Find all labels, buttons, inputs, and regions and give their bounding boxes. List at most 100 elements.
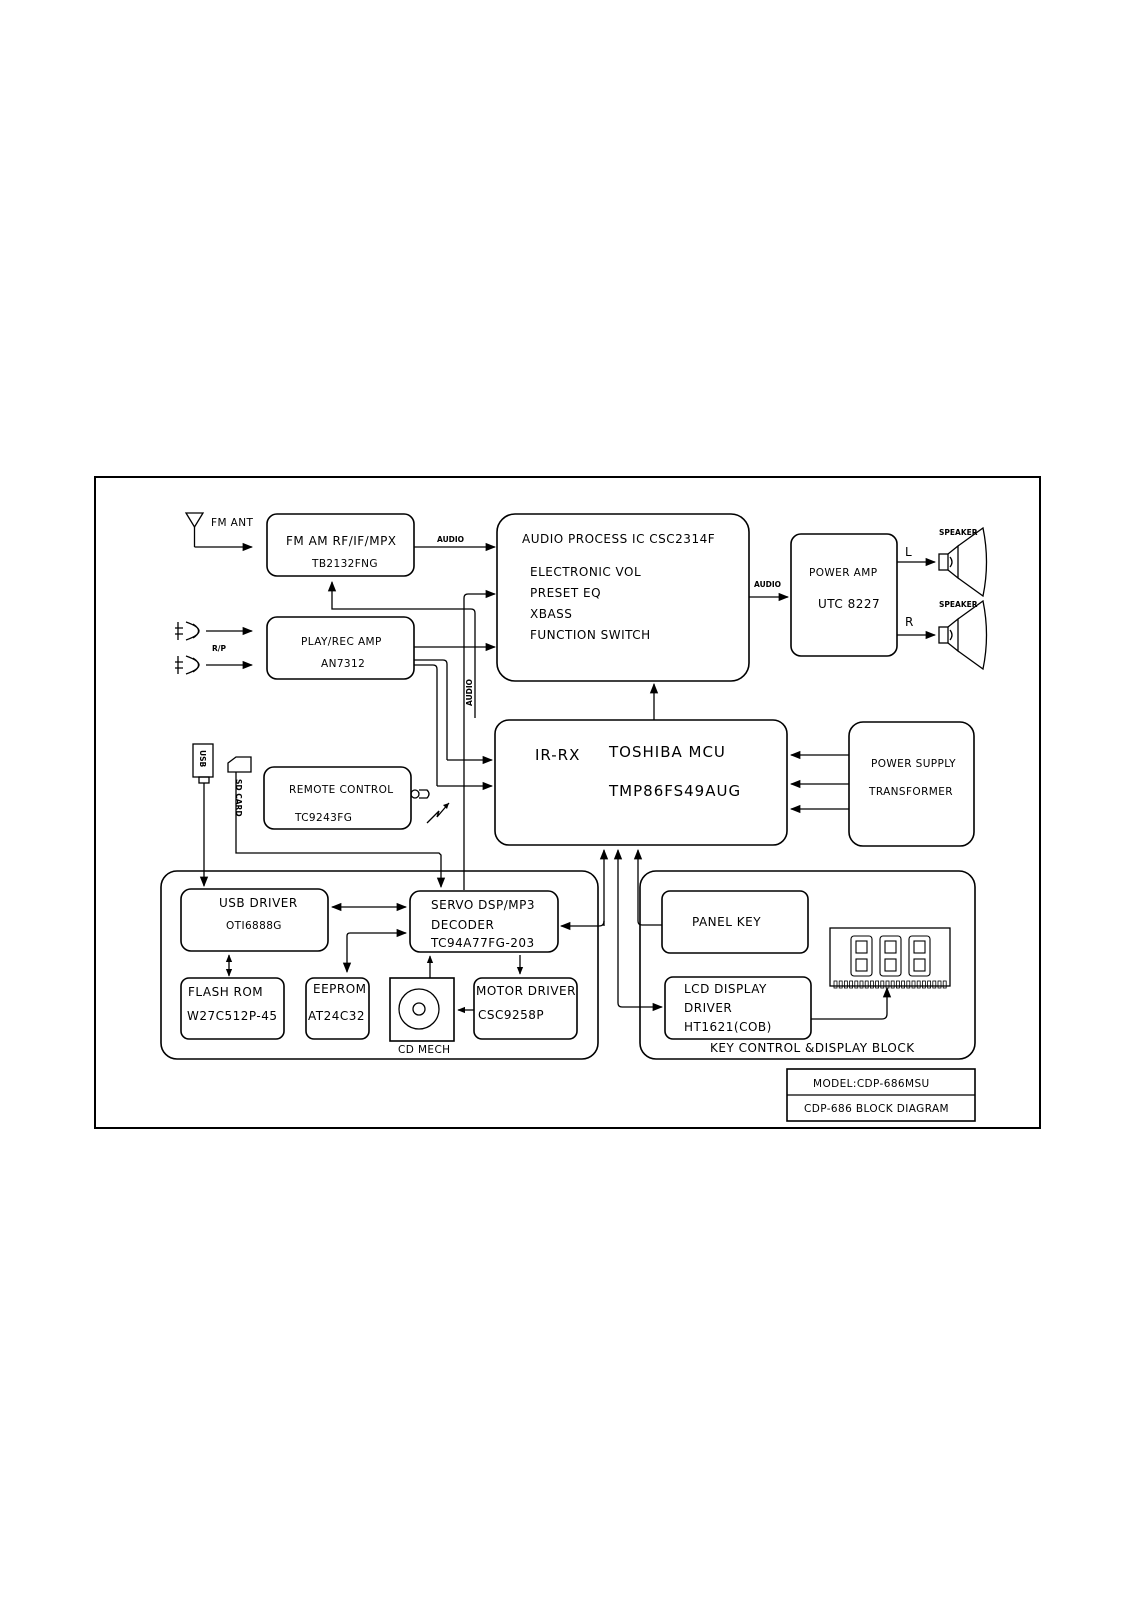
sd-card-label: SD CARD — [234, 779, 243, 817]
lcd-pin — [901, 980, 905, 989]
lcd-driver-part: HT1621(COB) — [684, 1020, 772, 1034]
storage-group — [160, 870, 599, 1060]
lcd-digit-segment — [913, 958, 926, 972]
servo-title: SERVO DSP/MP3 — [431, 898, 535, 912]
lcd-pin — [875, 980, 879, 989]
lcd-pin — [942, 980, 947, 989]
remote-part: TC9243FG — [294, 812, 352, 824]
lcd-pin — [896, 980, 900, 989]
mcu-part: TMP86FS49AUG — [608, 782, 741, 800]
remote-title: REMOTE CONTROL — [289, 784, 394, 796]
audio-process-item-4: FUNCTION SWITCH — [530, 628, 651, 642]
speaker-right-icon — [938, 599, 988, 671]
lcd-driver-sub: DRIVER — [684, 1001, 732, 1015]
cd-disc-icon — [398, 988, 440, 1030]
key-display-group-label: KEY CONTROL &DISPLAY BLOCK — [710, 1041, 915, 1055]
power-supply-block — [848, 721, 975, 847]
servo-part: TC94A77FG-203 — [430, 936, 535, 950]
lcd-digit — [908, 935, 931, 977]
speaker-left-icon — [938, 526, 988, 598]
eeprom-part: AT24C32 — [308, 1009, 365, 1023]
mcu-irrx: IR-RX — [535, 746, 580, 764]
lcd-pin — [932, 980, 937, 989]
lcd-pin — [927, 980, 931, 989]
fm-ant-label: FM ANT — [211, 517, 253, 529]
tape-head-icon — [175, 621, 254, 675]
cd-mech-label: CD MECH — [398, 1044, 450, 1056]
power-amp-part: UTC 8227 — [818, 597, 880, 611]
flash-rom-part: W27C512P-45 — [187, 1009, 278, 1023]
audio-label-amp: AUDIO — [754, 580, 781, 589]
lcd-digit — [850, 935, 873, 977]
lcd-panel-icon — [829, 927, 951, 989]
lcd-pin — [870, 980, 874, 989]
servo-block — [409, 890, 559, 953]
power-supply-title: POWER SUPPLY — [871, 758, 956, 770]
playrec-part: AN7312 — [321, 658, 365, 670]
lcd-pin — [916, 980, 921, 989]
lcd-pin — [937, 980, 942, 989]
lcd-pin — [906, 980, 911, 989]
fm-block-title: FM AM RF/IF/MPX — [286, 534, 397, 548]
diagram-frame — [94, 476, 1041, 1129]
lcd-digit-segment — [884, 940, 897, 954]
usb-driver-title: USB DRIVER — [219, 896, 298, 910]
power-amp-title: POWER AMP — [809, 567, 877, 579]
motor-driver-block — [473, 977, 578, 1040]
lcd-pin — [922, 980, 926, 989]
audio-label-fm: AUDIO — [437, 535, 464, 544]
usb-plug-icon — [192, 743, 214, 792]
ir-beam-icon — [426, 802, 450, 824]
lcd-pin — [849, 980, 853, 989]
speaker-l-channel: L — [905, 545, 912, 559]
audio-process-item-2: PRESET EQ — [530, 586, 601, 600]
lcd-driver-block — [664, 976, 812, 1040]
lcd-pin — [838, 980, 843, 989]
lcd-pin — [864, 980, 869, 989]
panel-key-label: PANEL KEY — [692, 915, 761, 929]
playrec-title: PLAY/REC AMP — [301, 636, 382, 648]
lcd-digit-segment — [913, 940, 926, 954]
power-amp-block — [790, 533, 898, 657]
fm-antenna-icon — [184, 512, 254, 552]
title-name: CDP-686 BLOCK DIAGRAM — [804, 1103, 949, 1115]
flash-rom-title: FLASH ROM — [188, 985, 263, 999]
lcd-pin — [833, 980, 838, 989]
lcd-pin — [911, 980, 916, 989]
audio-label-vertical: AUDIO — [465, 679, 474, 706]
mcu-block — [494, 719, 788, 846]
usb-plug-label: USB — [198, 750, 207, 767]
ir-led-icon — [410, 789, 430, 799]
sd-card-icon — [227, 756, 252, 773]
lcd-pin — [859, 980, 864, 989]
lcd-digit-segment — [855, 940, 868, 954]
remote-block — [263, 766, 412, 830]
playrec-block — [266, 616, 415, 680]
speaker-l-label: SPEAKER — [939, 528, 978, 537]
eeprom-title: EEPROM — [313, 982, 367, 996]
lcd-driver-title: LCD DISPLAY — [684, 982, 767, 996]
fm-block — [266, 513, 415, 577]
usb-driver-block — [180, 888, 329, 952]
cd-mech-block — [389, 977, 455, 1042]
mcu-name: TOSHIBA MCU — [608, 743, 726, 761]
lcd-digit-segment — [855, 958, 868, 972]
power-supply-transformer: TRANSFORMER — [868, 786, 953, 798]
motor-driver-title: MOTOR DRIVER — [476, 984, 576, 998]
title-model: MODEL:CDP-686MSU — [813, 1078, 930, 1090]
flash-rom-block — [180, 977, 285, 1040]
speaker-r-channel: R — [905, 615, 914, 629]
lcd-pin — [890, 980, 895, 989]
audio-process-item-3: XBASS — [530, 607, 572, 621]
lcd-digit — [879, 935, 902, 977]
usb-driver-part: OTI6888G — [226, 920, 282, 932]
lcd-pin — [880, 980, 885, 989]
lcd-pin — [854, 980, 859, 989]
lcd-digit-segment — [884, 958, 897, 972]
motor-driver-part: CSC9258P — [478, 1008, 544, 1022]
lcd-pin — [844, 980, 848, 989]
audio-process-title: AUDIO PROCESS IC CSC2314F — [522, 532, 715, 546]
speaker-r-label: SPEAKER — [939, 600, 978, 609]
fm-block-part: TB2132FNG — [311, 558, 378, 570]
